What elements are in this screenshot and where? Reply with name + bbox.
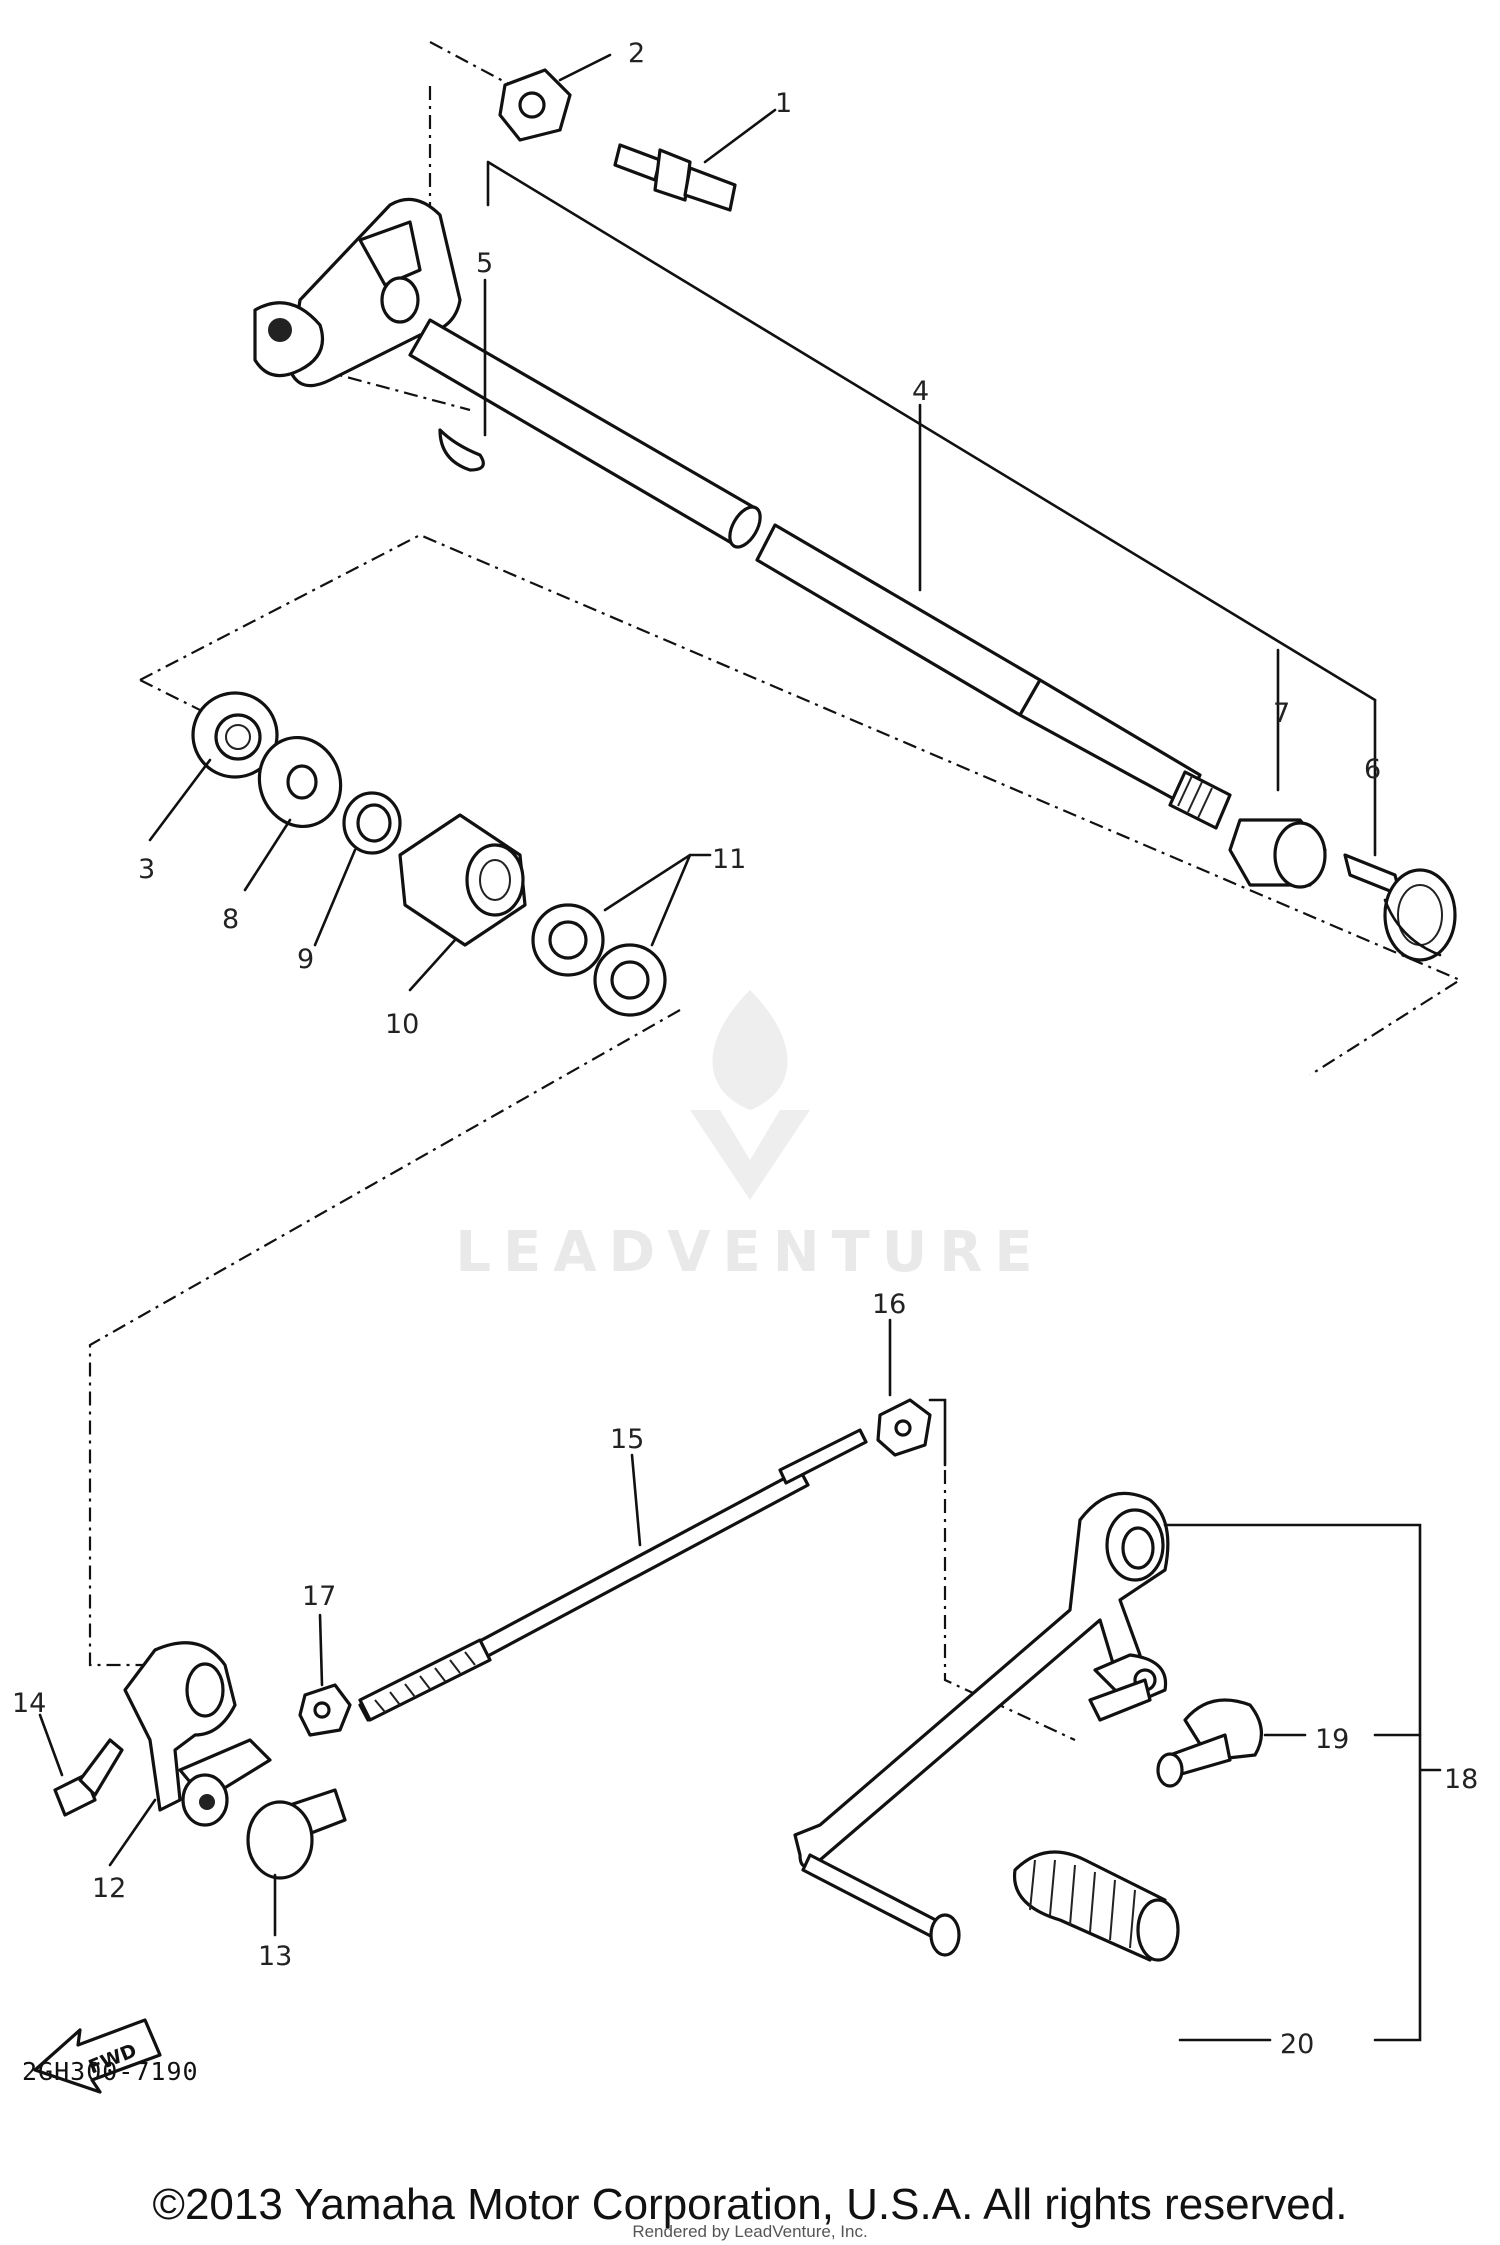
copyright-notice: ©2013 Yamaha Motor Corporation, U.S.A. A… (152, 2180, 1348, 2229)
callout-15: 15 (610, 1424, 644, 1455)
part-2-nut (498, 68, 572, 142)
part-15-shift-rod (358, 1428, 868, 1722)
fwd-arrow-icon: FWD (33, 2018, 162, 2094)
callout-9: 9 (297, 944, 314, 975)
part-3-oil-seal (191, 691, 279, 779)
part-12-shift-arm (123, 1641, 237, 1812)
callout-4: 4 (912, 376, 929, 407)
part-19-rod-end (1156, 1698, 1263, 1788)
part-10-bushing (398, 813, 527, 947)
part-12-joint (178, 1738, 272, 1827)
part-7-collar (1228, 818, 1327, 889)
part-9-circlip (342, 791, 402, 855)
callout-10: 10 (385, 1009, 419, 1040)
callout-12: 12 (92, 1873, 126, 1904)
leader-11 (603, 853, 712, 947)
dash-line-lower (88, 1009, 681, 1667)
part-17-nut (298, 1683, 352, 1737)
leader-3 (148, 758, 212, 842)
callout-14: 14 (12, 1688, 46, 1719)
dash-box-middle (139, 533, 1463, 1076)
bracket-line-4 (486, 160, 1377, 702)
dash-line-pin (319, 368, 471, 412)
diagram-code: 2GH300-7190 (22, 2057, 199, 2086)
part-1-bolt (613, 143, 737, 212)
leader-2 (558, 53, 612, 82)
watermark-text: LEADVENTURE (455, 1220, 1045, 1285)
bracket-16 (928, 1398, 947, 1467)
part-11-oil-seals (531, 903, 667, 1017)
part-16-nut (876, 1398, 932, 1457)
rendered-by-note: Rendered by LeadVenture, Inc. (632, 2222, 868, 2241)
leader-10 (408, 938, 457, 992)
leader-17 (318, 1613, 324, 1687)
part-5-clip (438, 428, 485, 472)
callout-16: 16 (872, 1289, 906, 1320)
part-18-shift-pedal (793, 1491, 1170, 1957)
bracket-18 (1163, 1523, 1442, 2042)
callout-7: 7 (1273, 698, 1290, 729)
callout-11: 11 (712, 844, 746, 875)
callout-3: 3 (138, 854, 155, 885)
leader-9 (313, 848, 357, 947)
shift-arm-plate (253, 197, 462, 388)
leader-15 (630, 1453, 642, 1547)
part-14-bolt (53, 1738, 124, 1817)
shift-shaft (408, 318, 1232, 830)
callout-8: 8 (222, 904, 239, 935)
watermark-logo (690, 990, 810, 1200)
callout-18: 18 (1444, 1764, 1478, 1795)
callout-5: 5 (476, 248, 493, 279)
callout-20: 20 (1280, 2029, 1314, 2060)
leader-12 (108, 1798, 157, 1867)
callout-2: 2 (628, 38, 645, 69)
part-20-pedal-rubber (1012, 1850, 1180, 1962)
dash-line-pedal (943, 1470, 1076, 1741)
leader-8 (243, 818, 292, 892)
part-6-spring (1343, 853, 1457, 962)
callout-13: 13 (258, 1941, 292, 1972)
callout-6: 6 (1364, 754, 1381, 785)
part-13-rod-end (246, 1788, 347, 1880)
leader-7-6 (1276, 648, 1377, 857)
part-18-pivot (1088, 1653, 1168, 1722)
callout-17: 17 (302, 1581, 336, 1612)
leader-1 (703, 108, 777, 164)
callout-1: 1 (775, 88, 792, 119)
part-8-washer (257, 735, 343, 829)
callout-19: 19 (1315, 1724, 1349, 1755)
leader-14 (38, 1713, 64, 1777)
